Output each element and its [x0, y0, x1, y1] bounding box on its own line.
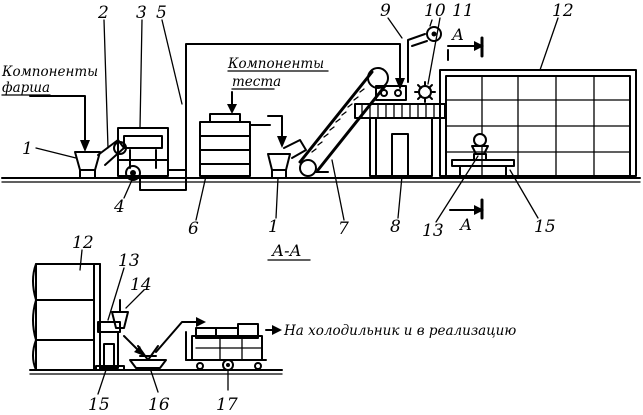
label-b16: 16 [148, 395, 170, 415]
section-marker-bottom [449, 198, 484, 220]
dough-mixer-6 [199, 113, 251, 177]
label-12: 12 [552, 1, 574, 21]
caption-dough-components-1: Компоненты [227, 56, 324, 72]
table-15-section [95, 365, 125, 371]
leader-lines-bottom [79, 249, 229, 395]
label-b14: 14 [130, 275, 152, 295]
section-marker-top [447, 36, 484, 61]
label-8: 8 [390, 217, 401, 237]
mince-pipeline-5 [139, 43, 405, 191]
caption-to-fridge: На холодильник и в реализацию [283, 323, 516, 339]
pump-4 [125, 165, 141, 181]
dough-feeder-1 [267, 139, 307, 179]
section-title: А-А [271, 241, 302, 260]
label-b13: 13 [118, 251, 140, 271]
label-b15: 15 [88, 395, 110, 415]
label-b12: 12 [72, 233, 94, 253]
packing-hopper-14 [111, 299, 129, 329]
freezer-stack-12 [32, 263, 101, 371]
label-3: 3 [136, 3, 147, 23]
section-marker-bottom-label: А [459, 215, 472, 234]
forming-machine-8 [354, 103, 446, 177]
cutter-gear-11 [414, 81, 436, 103]
label-2: 2 [97, 3, 109, 23]
label-15: 15 [534, 217, 556, 237]
floor-line-top [1, 177, 641, 183]
packing-unit-13-section [97, 321, 121, 369]
caption-mince-components-2: фарша [2, 80, 50, 96]
caption-mince-components-1: Компоненты [1, 64, 98, 80]
label-6: 6 [188, 219, 199, 239]
to-fridge-arrow [265, 325, 282, 335]
cart-17 [185, 323, 267, 371]
mince-grinder-2 [97, 139, 127, 166]
inclined-conveyor-7 [298, 67, 389, 177]
mince-feeder-1 [74, 151, 101, 179]
label-b17: 17 [216, 395, 238, 415]
label-10: 10 [424, 1, 446, 21]
mince-mixer-3 [117, 127, 169, 177]
leader-lines-top [35, 17, 559, 223]
feed-pipe-9 [407, 33, 426, 83]
caption-dough-components-2: теста [232, 74, 281, 90]
section-marker-top-label: А [451, 25, 464, 44]
label-9: 9 [380, 1, 391, 21]
label-11: 11 [452, 1, 474, 21]
packing-unit-13 [471, 133, 489, 161]
dough-components-arrow [227, 91, 287, 148]
label-1b: 1 [268, 217, 279, 237]
motor-10 [411, 26, 442, 47]
table-15 [451, 159, 515, 179]
label-1a: 1 [22, 139, 33, 159]
freezer-chamber-12 [439, 69, 637, 179]
extruder-head [375, 85, 407, 101]
label-4: 4 [113, 197, 125, 217]
label-7: 7 [338, 219, 349, 239]
mince-components-arrow [29, 95, 90, 152]
label-13: 13 [422, 221, 444, 241]
weigher-16 [123, 317, 206, 369]
label-5: 5 [156, 3, 167, 23]
